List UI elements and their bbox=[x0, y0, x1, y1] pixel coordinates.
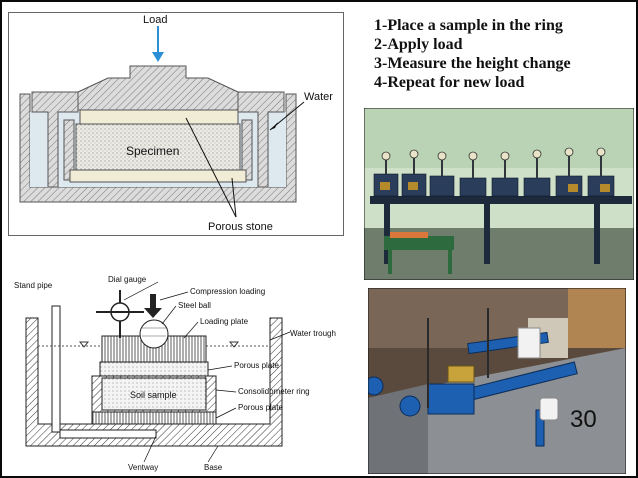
page-number: 30 bbox=[570, 406, 597, 433]
stand-pipe bbox=[51, 305, 61, 433]
compression-arrow-icon bbox=[144, 308, 162, 318]
porous-plate-top-label: Porous plate bbox=[234, 361, 279, 370]
lab-machines-photo bbox=[364, 108, 634, 280]
consolidometer-diagram: Stand pipe Dial gauge Compression loadin… bbox=[14, 275, 336, 472]
compression-loading-label: Compression loading bbox=[190, 287, 265, 296]
ventway-label: Ventway bbox=[128, 463, 158, 472]
top-porous-plate bbox=[99, 361, 209, 377]
porous-stone-label: Porous stone bbox=[208, 221, 273, 233]
bottom-porous-stone bbox=[69, 169, 247, 183]
procedure-steps: 1-Place a sample in the ring 2-Apply loa… bbox=[374, 16, 571, 92]
porous-plate-bottom-label: Porous plate bbox=[238, 403, 283, 412]
oedometer-section-diagram: Load Water Specimen Porous stone bbox=[8, 12, 344, 236]
steel-ball bbox=[139, 319, 169, 349]
specimen bbox=[75, 123, 241, 171]
load-arrow-icon bbox=[152, 52, 164, 62]
step-2: 2-Apply load bbox=[374, 36, 463, 53]
water-trough-label: Water trough bbox=[290, 329, 336, 338]
consolidometer-ring-label: Consolidometer ring bbox=[238, 387, 310, 396]
trough bbox=[25, 317, 283, 447]
base-label: Base bbox=[204, 463, 223, 472]
step-3: 3-Measure the height change bbox=[374, 55, 571, 72]
soil-sample-label: Soil sample bbox=[130, 390, 177, 400]
loading-plate-label: Loading plate bbox=[200, 317, 249, 326]
soil-sample bbox=[101, 377, 207, 411]
water-label: Water bbox=[304, 91, 333, 103]
step-1: 1-Place a sample in the ring bbox=[374, 17, 563, 34]
stand-pipe-label: Stand pipe bbox=[14, 281, 53, 290]
specimen-label: Specimen bbox=[126, 144, 179, 158]
load-label: Load bbox=[143, 14, 167, 26]
steel-ball-label: Steel ball bbox=[178, 301, 211, 310]
bottom-porous-plate bbox=[91, 411, 217, 425]
apparatus-photo bbox=[368, 288, 626, 474]
ring-right bbox=[237, 91, 285, 188]
step-4: 4-Repeat for new load bbox=[374, 74, 525, 91]
top-porous-stone bbox=[79, 109, 239, 125]
dial-gauge-label: Dial gauge bbox=[108, 275, 147, 284]
